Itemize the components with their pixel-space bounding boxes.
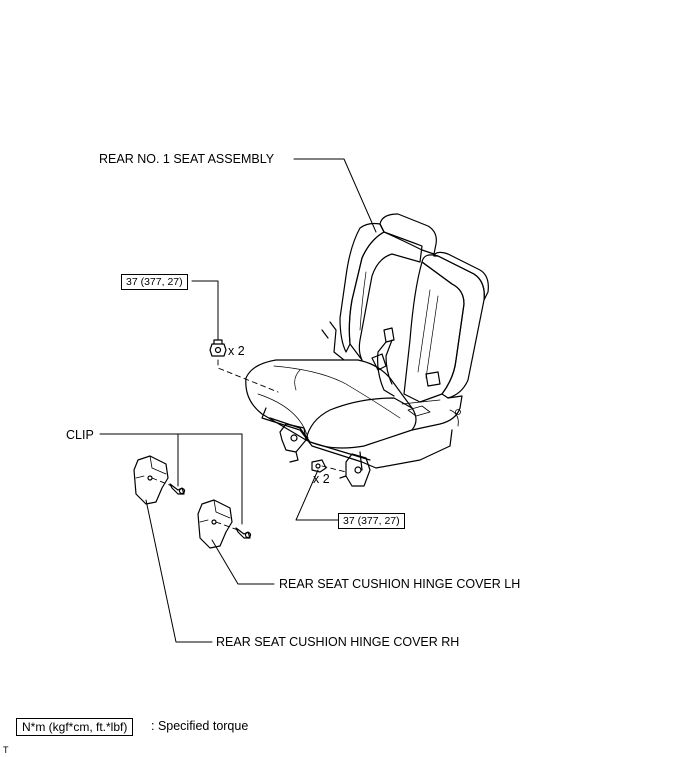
torque-spec-lower: 37 (377, 27) [338, 513, 405, 529]
bolt-lower [311, 459, 327, 473]
nut-upper [209, 339, 227, 357]
hinge-cover-rh [133, 455, 169, 505]
legend-unit-box: N*m (kgf*cm, ft.*lbf) [16, 718, 134, 736]
hinge-cover-lh-label: REAR SEAT CUSHION HINGE COVER LH [279, 577, 521, 591]
corner-mark: T [3, 745, 9, 755]
clip-label: CLIP [66, 428, 94, 442]
clip-lower [235, 527, 252, 539]
seat-assembly-label: REAR NO. 1 SEAT ASSEMBLY [99, 152, 275, 166]
clip-upper [169, 483, 186, 495]
hinge-cover-rh-label: REAR SEAT CUSHION HINGE COVER RH [216, 635, 460, 649]
legend-text: : Specified torque [151, 719, 249, 733]
rear-seat-assembly [245, 213, 489, 487]
torque-spec-upper: 37 (377, 27) [121, 274, 188, 290]
quantity-lower: x 2 [313, 472, 330, 486]
hinge-cover-lh [197, 499, 233, 549]
quantity-upper: x 2 [228, 344, 245, 358]
